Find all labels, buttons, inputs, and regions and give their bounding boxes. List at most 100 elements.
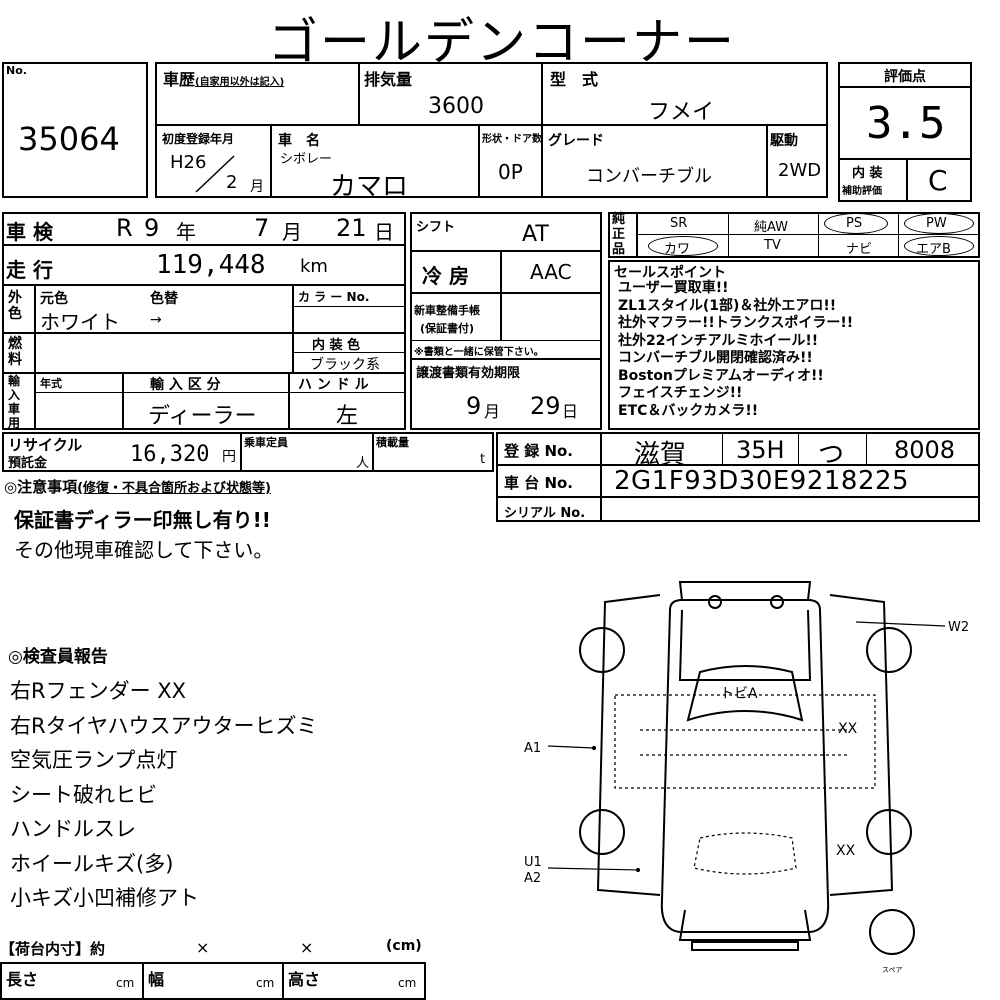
- mileage-label: 走 行: [6, 258, 53, 282]
- model-label: 型 式: [550, 70, 599, 89]
- drive-label: 駆動: [770, 133, 798, 149]
- sales-point: 社外マフラー!!トランクスポイラー!!: [618, 315, 854, 331]
- transfer-month: 9: [466, 392, 482, 420]
- inspection-month: 7: [254, 214, 270, 242]
- registration-kana: つ: [818, 440, 845, 470]
- sales-point: コンバーチブル開閉確認済み!!: [618, 350, 813, 366]
- displacement-label: 排気量: [364, 70, 413, 89]
- booklet-sub: (保証書付): [420, 322, 475, 335]
- recycle-box: [2, 432, 494, 472]
- equip-ps: PS: [846, 216, 863, 231]
- recycle-label-2: 預託金: [8, 456, 48, 471]
- transfer-month-unit: 月: [484, 402, 501, 421]
- color-change-value: →: [150, 312, 162, 328]
- equip-navi: ナビ: [846, 242, 873, 257]
- equip-leather: カワ: [664, 242, 691, 257]
- cargo-length-label: 長さ: [6, 970, 39, 989]
- equip-aw: 純AW: [754, 220, 789, 235]
- transfer-label: 譲渡書類有効期限: [416, 366, 521, 381]
- vehicle-info-box: [155, 62, 828, 198]
- cargo-times-1: ×: [196, 938, 210, 957]
- inspection-day-unit: 日: [374, 220, 394, 244]
- mark-u1: U1: [524, 855, 542, 870]
- equipment-box: [608, 212, 980, 258]
- score-box: [838, 62, 972, 202]
- notes-line-2: その他現車確認して下さい。: [14, 538, 274, 562]
- inspection-year-unit: 年: [176, 220, 196, 244]
- capacity-label: 乗車定員: [244, 436, 288, 449]
- cargo-width-unit: cm: [256, 976, 275, 990]
- equip-sr: SR: [670, 216, 688, 231]
- score-label: 評価点: [884, 69, 926, 85]
- car-name-label: 車 名: [278, 133, 320, 149]
- first-reg-month: 2: [226, 172, 238, 193]
- color-orig-label: 元色: [40, 291, 68, 307]
- displacement-value: 3600: [428, 94, 484, 119]
- equip-airbag-circle: [904, 236, 974, 256]
- grade-value: コンバーチブル: [586, 166, 712, 187]
- drive-value: 2WD: [778, 160, 822, 181]
- color-side-label: 外色: [8, 290, 22, 322]
- equip-airbag: エアB: [916, 242, 951, 257]
- mark-w2: W2: [948, 620, 969, 635]
- interior-score-value: C: [928, 164, 948, 197]
- inspector-item: 右Rフェンダー XX: [10, 679, 187, 703]
- history-label: 車歴(自家用以外は記入): [163, 70, 285, 89]
- inspection-year: 9: [144, 214, 160, 242]
- inspection-day: 21: [336, 214, 367, 242]
- inspection-era: R: [116, 214, 133, 242]
- import-side-label: 輸入車用: [8, 374, 21, 430]
- cargo-width-label: 幅: [148, 970, 165, 989]
- cargo-unit: (cm): [386, 938, 422, 954]
- color-code-label: カ ラ ー No.: [298, 290, 370, 304]
- equip-pw-circle: [904, 213, 974, 234]
- car-maker: シボレー: [280, 152, 333, 167]
- shift-label: シフト: [416, 220, 456, 235]
- cargo-height-unit: cm: [398, 976, 417, 990]
- notes-label: ◎注意事項(修復・不具合箇所および状態等): [4, 478, 271, 496]
- capacity-unit: 人: [356, 456, 370, 471]
- inspector-item: ホイールキズ(多): [10, 851, 174, 876]
- registration-region: 滋賀: [634, 440, 687, 470]
- mark-a2: A2: [524, 871, 541, 886]
- first-reg-month-unit: 月: [250, 179, 264, 195]
- car-damage-diagram: W2 A1 U1 A2 トビA XX XX スペア: [524, 581, 969, 974]
- sheet-title: ゴールデンコーナー: [268, 13, 736, 71]
- color-change-label: 色替: [150, 291, 178, 307]
- recycle-unit: 円: [222, 449, 236, 465]
- mark-a1: A1: [524, 741, 541, 756]
- shift-value: AT: [522, 222, 549, 247]
- cargo-times-2: ×: [300, 938, 314, 957]
- sales-point: Bostonプレミアムオーディオ!!: [618, 367, 824, 384]
- inspector-item: 空気圧ランプ点灯: [10, 748, 178, 772]
- notes-line-1: 保証書ディラー印無し有り!!: [14, 508, 271, 532]
- mark-xx-2: XX: [836, 843, 856, 859]
- inspection-month-unit: 月: [282, 220, 302, 244]
- lot-number: 35064: [18, 120, 120, 158]
- model-value: フメイ: [648, 100, 715, 125]
- inspector-item: シート破れヒビ: [10, 782, 157, 807]
- sales-point: ETC＆バックカメラ!!: [618, 402, 759, 419]
- color-orig-value: ホワイト: [40, 310, 120, 334]
- equip-leather-circle: [648, 236, 718, 256]
- lot-label: No.: [6, 64, 27, 77]
- handle-label: ハ ン ド ル: [298, 377, 369, 393]
- interior-color-value: ブラック系: [310, 357, 380, 373]
- first-reg-label: 初度登録年月: [162, 132, 235, 146]
- mark-spare: スペア: [882, 966, 903, 974]
- sales-points-box: [608, 260, 980, 430]
- sales-point: フェイスチェンジ!!: [618, 385, 743, 401]
- cargo-label: 【荷台内寸】約: [0, 940, 106, 958]
- score-value: 3.5: [866, 98, 946, 149]
- ac-label: 冷 房: [422, 264, 469, 288]
- recycle-label-1: リサイクル: [8, 436, 83, 454]
- mileage-value: 119,448: [156, 250, 266, 280]
- load-label: 積載量: [376, 436, 409, 449]
- ac-value: AAC: [530, 260, 572, 284]
- sales-points-list: ユーザー買取車!! ZL1スタイル(1部)＆社外エアロ!! 社外マフラー!!トラ…: [618, 280, 853, 420]
- chassis-label: 車 台 No.: [504, 474, 574, 492]
- equip-tv: TV: [764, 238, 781, 253]
- load-unit: t: [480, 452, 486, 467]
- doors-value: 0P: [498, 160, 523, 184]
- equipment-side-label: 純正品: [612, 212, 626, 257]
